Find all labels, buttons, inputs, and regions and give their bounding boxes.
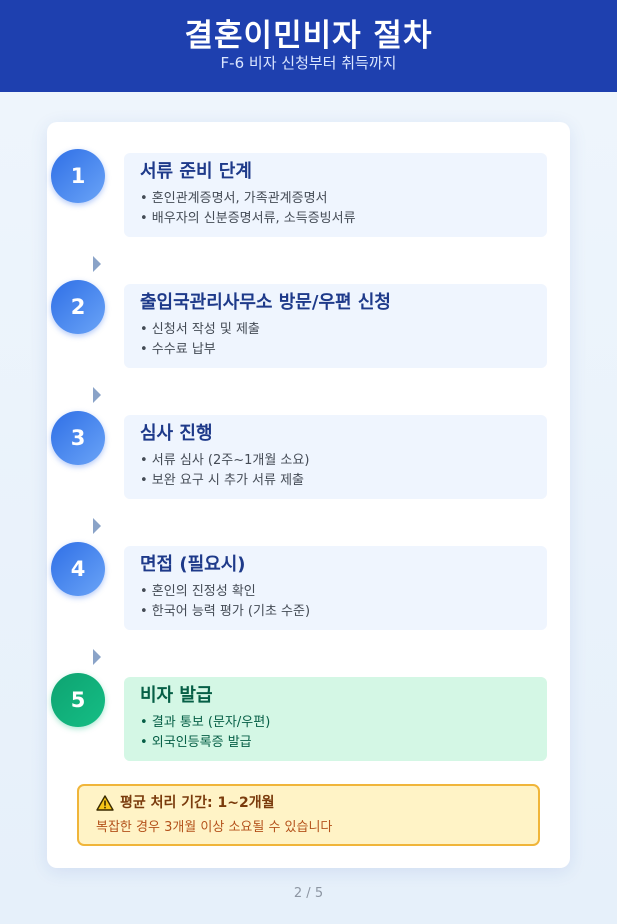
step-4-item-1: • 혼인의 진정성 확인 — [140, 584, 256, 599]
step-3-number-badge: 3 — [51, 411, 105, 465]
step-3-item-2: • 보완 요구 시 추가 서류 제출 — [140, 473, 305, 488]
step-2-item-1: • 신청서 작성 및 제출 — [140, 322, 260, 337]
step-5-item-1: • 결과 통보 (문자/우편) — [140, 715, 271, 730]
step-4-number-badge: 4 — [51, 542, 105, 596]
notice-detail: 복잡한 경우 3개월 이상 소요될 수 있습니다 — [96, 820, 333, 835]
step-5-title: 비자 발급 — [140, 685, 213, 706]
notice-headline-row: 평균 처리 기간: 1~2개월 — [96, 793, 538, 813]
page-indicator: 2 / 5 — [293, 886, 324, 901]
step-2-box: 출입국관리사무소 방문/우편 신청 • 신청서 작성 및 제출 • 수수료 납부 — [124, 284, 547, 368]
step-2-title: 출입국관리사무소 방문/우편 신청 — [140, 292, 391, 313]
processing-time-notice: 평균 처리 기간: 1~2개월 복잡한 경우 3개월 이상 소요될 수 있습니다 — [77, 784, 540, 846]
step-arrow-icon — [93, 256, 101, 272]
notice-headline: 평균 처리 기간: 1~2개월 — [120, 795, 275, 811]
step-5-box: 비자 발급 • 결과 통보 (문자/우편) • 외국인등록증 발급 — [124, 677, 547, 761]
step-arrow-icon — [93, 387, 101, 403]
warning-icon — [96, 795, 114, 811]
step-4-box: 면접 (필요시) • 혼인의 진정성 확인 • 한국어 능력 평가 (기초 수준… — [124, 546, 547, 630]
step-1-item-1: • 혼인관계증명서, 가족관계증명서 — [140, 191, 328, 206]
step-arrow-icon — [93, 518, 101, 534]
step-4-title: 면접 (필요시) — [140, 554, 246, 575]
step-1-title: 서류 준비 단계 — [140, 161, 252, 182]
step-3-title: 심사 진행 — [140, 423, 213, 444]
step-2-item-2: • 수수료 납부 — [140, 342, 216, 357]
step-1-item-2: • 배우자의 신분증명서류, 소득증빙서류 — [140, 211, 356, 226]
page-subtitle: F-6 비자 신청부터 취득까지 — [220, 54, 397, 72]
step-arrow-icon — [93, 649, 101, 665]
step-3-item-1: • 서류 심사 (2주~1개월 소요) — [140, 453, 310, 468]
step-5-item-2: • 외국인등록증 발급 — [140, 735, 252, 750]
page-title: 결혼이민비자 절차 — [184, 18, 433, 54]
step-2-number-badge: 2 — [51, 280, 105, 334]
step-1-number-badge: 1 — [51, 149, 105, 203]
step-1-box: 서류 준비 단계 • 혼인관계증명서, 가족관계증명서 • 배우자의 신분증명서… — [124, 153, 547, 237]
header-banner: 결혼이민비자 절차 F-6 비자 신청부터 취득까지 — [0, 0, 617, 92]
step-3-box: 심사 진행 • 서류 심사 (2주~1개월 소요) • 보완 요구 시 추가 서… — [124, 415, 547, 499]
step-4-item-2: • 한국어 능력 평가 (기초 수준) — [140, 604, 311, 619]
step-5-number-badge: 5 — [51, 673, 105, 727]
